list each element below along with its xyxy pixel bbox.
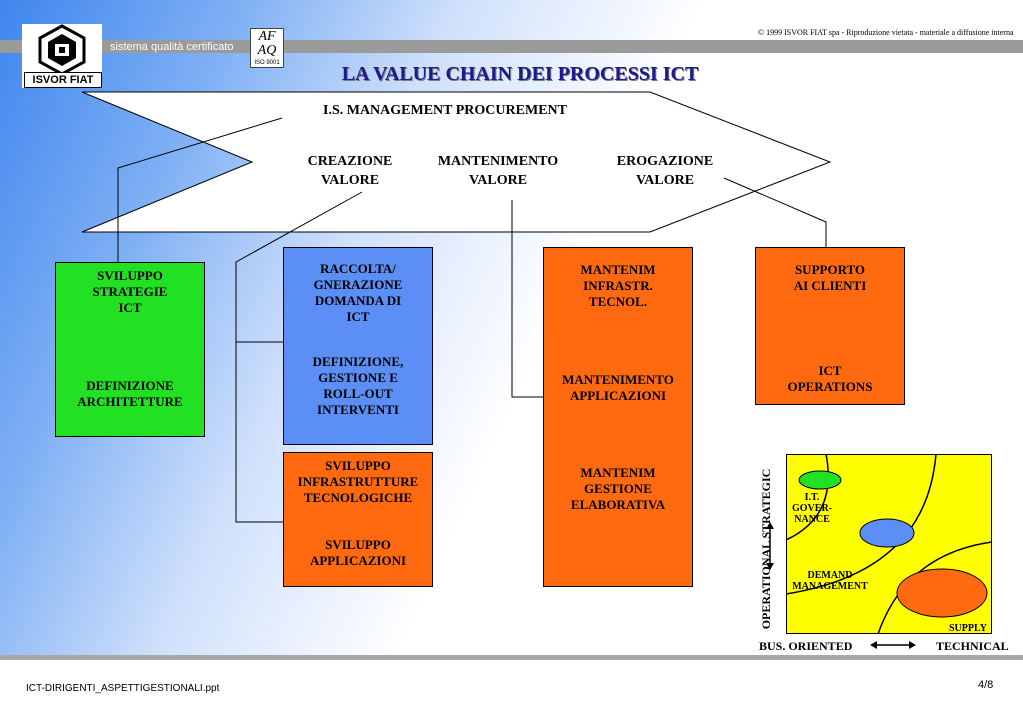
isvor-hexagon-icon [38,24,86,76]
connector-orange-small [235,342,283,523]
certification-iso: ISO 9001 [254,60,280,66]
certification-logo [250,28,284,68]
stage-mantenimento: MANTENIMENTO VALORE [437,154,559,188]
page-number: 4/8 [978,679,994,691]
footer-area [0,660,1023,708]
vertical-double-arrow-icon [766,522,774,570]
chevron-heading: I.S. MANAGEMENT PROCUREMENT [323,103,567,118]
demand-management-label: DEMAND MANAGEMENT [792,570,868,592]
governance-arc [786,454,829,541]
connector-blue [235,191,363,343]
blue-box-top-text: RACCOLTA/ GNERAZIONE DOMANDA DI ICT [313,261,403,324]
orange-small-top-text: SVILUPPO INFRASTRUTTURE TECNOLOGICHE [297,458,419,505]
box-raccolta-domanda [283,247,433,445]
stage-creazione: CREAZIONE VALORE [307,154,393,188]
box-sviluppo-strategie [55,262,205,437]
value-chain-chevron [81,91,832,233]
orange-tall-bottom-text: MANTENIM GESTIONE ELABORATIVA [570,465,666,512]
it-governance-label: I.T. GOVER- NANCE [792,492,832,525]
logo-text: ISVOR FIAT [24,72,102,88]
box-supporto-clienti [755,247,905,405]
orange-tall-mid-text: MANTENIMENTO APPLICAZIONI [562,372,674,403]
governance-ellipse [798,470,842,490]
blue-box-bottom-text: DEFINIZIONE, GESTIONE E ROLL-OUT INTERVE… [312,354,404,417]
stage-erogazione: EROGAZIONE VALORE [616,154,714,188]
connector-green [117,117,283,262]
orange-right-bottom-text: ICT OPERATIONS [787,363,873,394]
green-box-bottom-text: DEFINIZIONE ARCHITETTURE [77,378,183,409]
box-mantenimento [543,247,693,587]
demand-ellipse [859,518,915,548]
demand-arc [786,454,937,595]
copyright-notice: © 1999 ISVOR FIAT spa - Riproduzione vie… [758,28,1014,37]
tagline: sistema qualità certificato [110,41,234,53]
horizontal-double-arrow-icon [870,641,916,649]
box-sviluppo-infrastrutture [283,452,433,587]
supply-arc [877,541,992,634]
supply-label: SUPPLY [949,623,987,634]
connector-orange-tall [511,200,543,398]
certification-letters: AF AQ [257,29,277,58]
footer-gray-bar [0,655,1023,660]
footer-filename: ICT-DIRIGENTI_ASPETTIGESTIONALI.ppt [26,683,220,694]
orange-tall-top-text: MANTENIM INFRASTR. TECNOL. [580,262,656,309]
x-axis-right-label: TECHNICAL [936,639,1009,653]
page-title: LA VALUE CHAIN DEI PROCESSI ICT [341,63,699,85]
orange-right-top-text: SUPPORTO AI CLIENTI [793,262,867,293]
matrix-graphics [786,454,992,634]
green-box-top-text: SVILUPPO STRATEGIE ICT [92,268,168,315]
x-axis-left-label: BUS. ORIENTED [759,639,853,653]
connector-orange-right [723,177,827,248]
supply-ellipse [896,568,988,618]
orange-small-bottom-text: SVILUPPO APPLICAZIONI [309,537,407,568]
